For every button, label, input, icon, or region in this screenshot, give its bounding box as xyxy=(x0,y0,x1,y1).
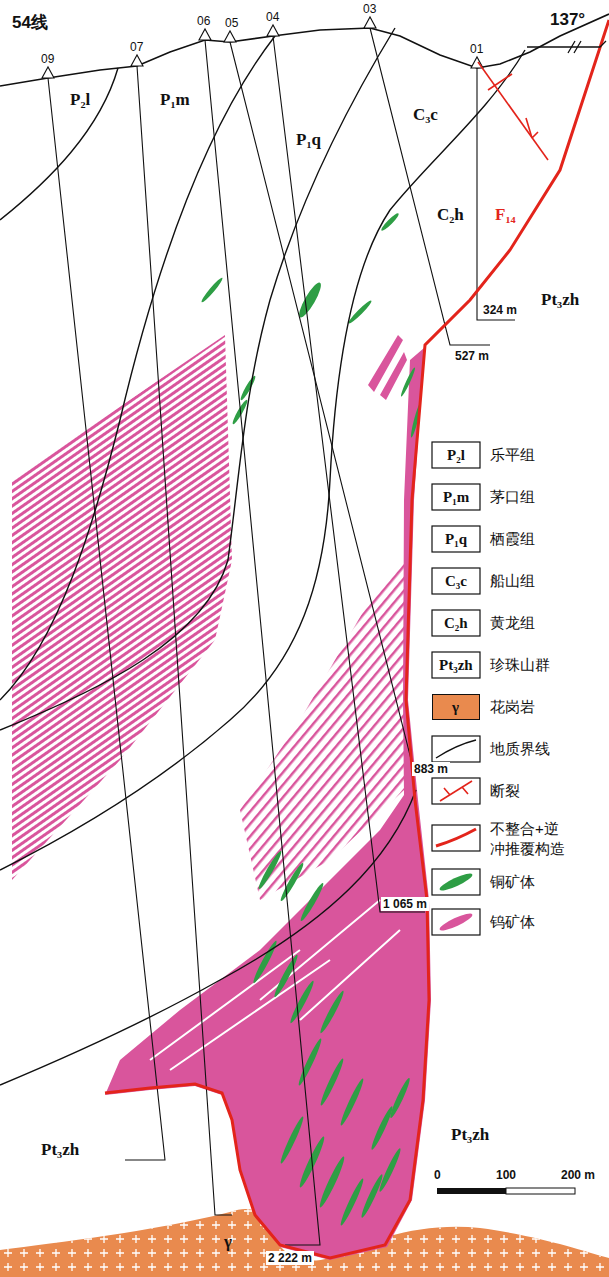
legend-code: Pt₃zh xyxy=(439,657,473,674)
drill-number: 04 xyxy=(266,10,279,24)
scale-bar xyxy=(437,1188,575,1194)
formation-label: C₂h xyxy=(437,205,464,225)
legend-code: γ xyxy=(452,699,459,716)
formation-label: Pt₃zh xyxy=(451,1125,489,1145)
legend-text: 不整合+逆冲推覆构造 xyxy=(490,819,570,858)
formation-label: P₁m xyxy=(160,90,190,110)
legend-code: P₁m xyxy=(443,489,469,506)
tungsten-orebody xyxy=(105,348,431,1260)
depth-label: 527 m xyxy=(453,349,491,363)
legend-text: 断裂 xyxy=(490,781,520,801)
orientation-label: 137° xyxy=(550,10,585,30)
legend-boxes xyxy=(432,442,480,935)
legend-text: 船山组 xyxy=(490,571,535,591)
formation-label: Pt₃zh xyxy=(41,1140,79,1160)
legend-text: 珍珠山群 xyxy=(490,655,550,675)
unconformity-thrust xyxy=(105,20,609,1258)
drill-number: 05 xyxy=(225,16,238,30)
legend-text: 栖霞组 xyxy=(490,529,535,549)
fault xyxy=(478,62,548,160)
formation-label: C₃c xyxy=(413,105,438,125)
scale-number: 200 m xyxy=(561,1168,595,1182)
drill-markers xyxy=(42,17,483,78)
formation-label: P₁q xyxy=(296,130,321,150)
drill-number: 07 xyxy=(130,40,143,54)
drill-number: 09 xyxy=(41,52,54,66)
depth-label: 324 m xyxy=(481,303,519,317)
ore-gaps xyxy=(150,900,400,1070)
ground-surface xyxy=(0,14,609,86)
legend-code: C₂h xyxy=(444,615,468,632)
depth-label: 883 m xyxy=(412,762,450,776)
drill-number: 06 xyxy=(197,14,210,28)
formation-label: Pt₃zh xyxy=(541,290,579,310)
legend-line-sample xyxy=(436,740,476,758)
legend-code: C₃c xyxy=(445,573,467,590)
legend-text: 黄龙组 xyxy=(490,613,535,633)
drill-number: 03 xyxy=(363,2,376,16)
legend-text: 地质界线 xyxy=(490,739,550,759)
drill-holes xyxy=(48,28,515,1245)
legend-text: 铜矿体 xyxy=(490,872,535,892)
tungsten-veins xyxy=(12,335,232,880)
legend-swatch xyxy=(438,911,474,933)
orientation-arrow xyxy=(527,41,606,53)
geological-boundaries xyxy=(0,28,525,1085)
legend-text: 钨矿体 xyxy=(490,912,535,932)
rock-label: γ xyxy=(224,1232,232,1252)
legend-text: 乐平组 xyxy=(490,445,535,465)
depth-label: 1 065 m xyxy=(381,897,429,911)
legend-swatch xyxy=(438,871,474,893)
scale-number: 0 xyxy=(434,1168,441,1182)
tungsten-lens xyxy=(368,335,407,400)
legend-code: P₂l xyxy=(447,447,465,464)
legend-fault-sample xyxy=(440,781,472,801)
fault-label: F₁₄ xyxy=(495,205,516,225)
section-title: 54线 xyxy=(12,11,48,34)
formation-label: P₂l xyxy=(70,90,90,110)
depth-label: 2 222 m xyxy=(266,1251,314,1265)
legend-text: 花岗岩 xyxy=(490,697,535,717)
drill-number: 01 xyxy=(470,42,483,56)
legend-text: 茅口组 xyxy=(490,487,535,507)
legend-unconformity-sample xyxy=(436,829,476,846)
scale-number: 100 xyxy=(496,1168,516,1182)
legend-code: P₁q xyxy=(445,531,467,548)
